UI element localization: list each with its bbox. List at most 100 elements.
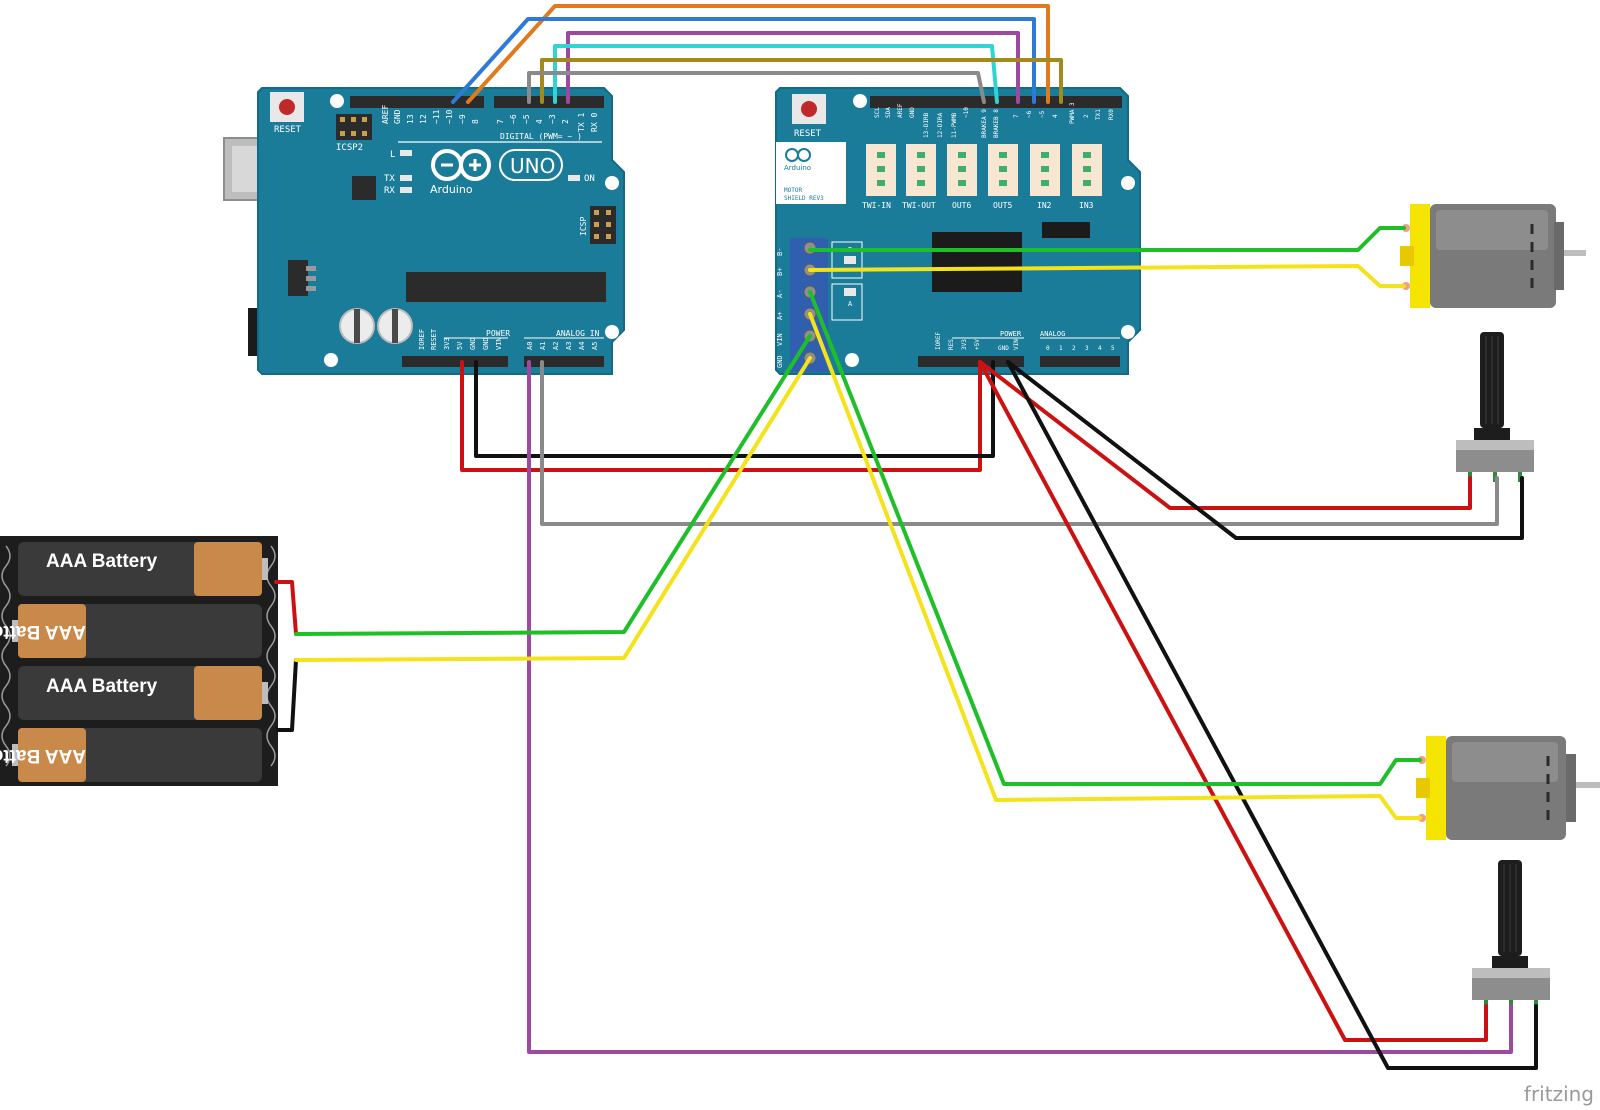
- wire-purple-pin2-pin7[interactable]: [566, 31, 1020, 104]
- wire-green-motor2[interactable]: [808, 290, 1422, 786]
- battery-cell-cap: [194, 542, 262, 596]
- shield-analog-header: [1040, 356, 1120, 367]
- motor-tab: [1416, 778, 1430, 798]
- wire-red-5v-pot1[interactable]: [978, 360, 1472, 510]
- pin-label: GND: [393, 109, 402, 124]
- battery-cell-cap: [194, 666, 262, 720]
- channel-a-label: A: [848, 300, 853, 308]
- terminal-label: B+: [776, 268, 784, 276]
- tinkerkit-connectors: TWI-IN TWI-OUT OUT6 OUT5 IN2 IN3: [862, 144, 1102, 210]
- wire-purple-a0-pot2[interactable]: [527, 360, 1513, 1054]
- potentiometer-2[interactable]: [1472, 860, 1550, 1010]
- arduino-pcb: [257, 87, 625, 375]
- pin-label: RESET: [430, 328, 438, 350]
- pin-label: 3: [1085, 345, 1089, 352]
- pot-body-top: [1472, 968, 1550, 978]
- wire-yellow-battery-gnd[interactable]: [294, 356, 812, 662]
- wire-gray-a1-pot1[interactable]: [540, 360, 1499, 526]
- wire-yellow-motor2[interactable]: [808, 312, 1422, 820]
- channel-b-box: [831, 241, 863, 279]
- pin-label: ~3: [548, 114, 557, 124]
- pin-label: ~6: [1026, 110, 1033, 118]
- pot-knob-ridges: [1485, 336, 1499, 424]
- battery-lead-red: [274, 580, 298, 636]
- capacitor-mark: [354, 309, 360, 343]
- mount-hole: [605, 325, 619, 339]
- regulator-pin: [306, 266, 316, 271]
- pin-label: 8: [471, 119, 480, 124]
- pin-label: A5: [591, 342, 599, 350]
- pin-label: 4: [1098, 345, 1102, 352]
- battery-cell-cap: [18, 604, 86, 658]
- pin-label: ~5: [1039, 110, 1046, 118]
- potentiometer-1[interactable]: [1456, 332, 1534, 482]
- pin-label: 5V: [456, 341, 464, 350]
- wire-black-gnd-pot2[interactable]: [1006, 360, 1538, 1070]
- pin-label: 13-DIRB: [923, 112, 930, 138]
- digital-header-left: [350, 96, 484, 108]
- shield-brand-label: Arduino: [784, 164, 811, 172]
- pot-collar: [1492, 956, 1528, 970]
- dc-motor-2[interactable]: [1416, 736, 1600, 840]
- motor-back: [1566, 754, 1576, 822]
- pin-label: 4: [535, 119, 544, 124]
- arduino-top-pin-labels: AREF GND 13 12 ~11 ~10 ~9 8 7 ~6 ~5 4 ~3…: [381, 105, 599, 132]
- icsp2-pins: [340, 117, 367, 136]
- terminal-label: A+: [776, 312, 784, 320]
- pin-label: ~11: [432, 109, 441, 124]
- wire-olive-pin4-pin4[interactable]: [540, 58, 1063, 104]
- pin-label: 2: [561, 119, 570, 124]
- motor-shaft: [1564, 250, 1586, 256]
- pin-label: IOREF: [935, 332, 942, 350]
- terminal-label: VIN: [776, 333, 784, 346]
- pin-label: 0: [1046, 345, 1050, 352]
- pin-label: GND: [469, 337, 477, 350]
- dc-motor-1[interactable]: [1400, 204, 1586, 308]
- motor-back: [1554, 222, 1564, 290]
- pin-label: AREF: [381, 105, 390, 124]
- analog-header: [524, 356, 604, 367]
- pin-label: A0: [526, 342, 534, 350]
- wire-orange-pin9-pin5[interactable]: [466, 4, 1050, 104]
- pin-label: 2: [1083, 114, 1090, 118]
- tx-label: TX: [384, 174, 395, 184]
- rx-label: RX: [384, 186, 395, 196]
- pin-label: ~9: [458, 114, 467, 124]
- wire-black-gnd-pot1[interactable]: [1006, 360, 1524, 540]
- motor-tab: [1400, 246, 1414, 266]
- pin-label: ~5: [522, 114, 531, 124]
- pin-label: 1: [1059, 345, 1063, 352]
- pin-label: 7: [1013, 114, 1020, 118]
- shield-analog-label: ANALOG: [1040, 330, 1065, 338]
- wire-red-5v-pot2[interactable]: [978, 360, 1488, 1042]
- wire-red-5v[interactable]: [460, 360, 982, 472]
- pin-label: 12: [419, 114, 428, 124]
- pin-label: GND: [909, 107, 916, 118]
- icsp-header: [590, 206, 616, 244]
- shield-top-pin-labels: SCL SDA AREF GND 13-DIRB 12-DIRA 11-PWMB…: [874, 102, 1115, 138]
- battery-cell-cap: [18, 728, 86, 782]
- pin-label: 12-DIRA: [937, 112, 944, 138]
- wire-gray-pin5-brakea[interactable]: [527, 71, 986, 104]
- terminal-label: B-: [776, 248, 784, 256]
- pin-label: SDA: [885, 107, 892, 118]
- terminal-label: GND: [776, 355, 784, 368]
- pin-label: 7: [496, 119, 505, 124]
- uno-label: UNO: [510, 154, 555, 178]
- pin-label: BRAKEA 9: [981, 109, 988, 138]
- motor-end-cap: [1410, 204, 1430, 308]
- wire-green-motor1[interactable]: [808, 226, 1406, 252]
- connector-label: IN3: [1079, 201, 1094, 210]
- motor-end-cap: [1426, 736, 1446, 840]
- usb-chip: [352, 176, 376, 200]
- pin-label: 4: [1052, 114, 1059, 118]
- wire-green-battery-vin[interactable]: [294, 334, 812, 636]
- pin-label: A3: [565, 342, 573, 350]
- wire-black-gnd[interactable]: [474, 360, 995, 458]
- wire-yellow-motor1[interactable]: [808, 264, 1406, 288]
- icsp-pins: [594, 210, 611, 239]
- pin-label: SCL: [874, 107, 881, 118]
- pin-label: A2: [552, 342, 560, 350]
- pin-label: BRAKEB 8: [993, 109, 1000, 138]
- pin-label: 3V3: [443, 337, 451, 350]
